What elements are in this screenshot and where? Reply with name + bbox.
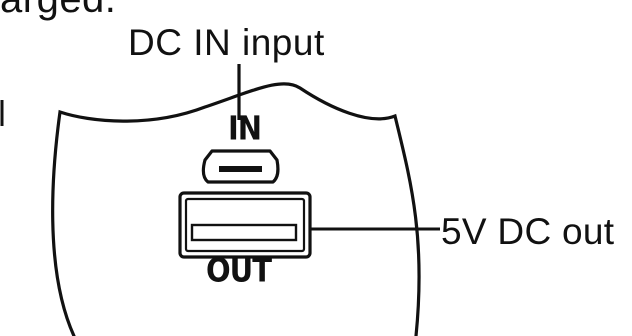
dc-out-callout-label: 5V DC out [441,211,615,252]
out-port-label: OUT [206,250,272,290]
top-text-fragment: arged. [0,0,116,19]
usb-a-port [178,191,312,259]
in-port-label: IN [228,108,262,148]
device-body-outline [51,82,421,336]
dc-in-callout-label: DC IN input [128,22,325,63]
micro-usb-port [201,149,280,184]
